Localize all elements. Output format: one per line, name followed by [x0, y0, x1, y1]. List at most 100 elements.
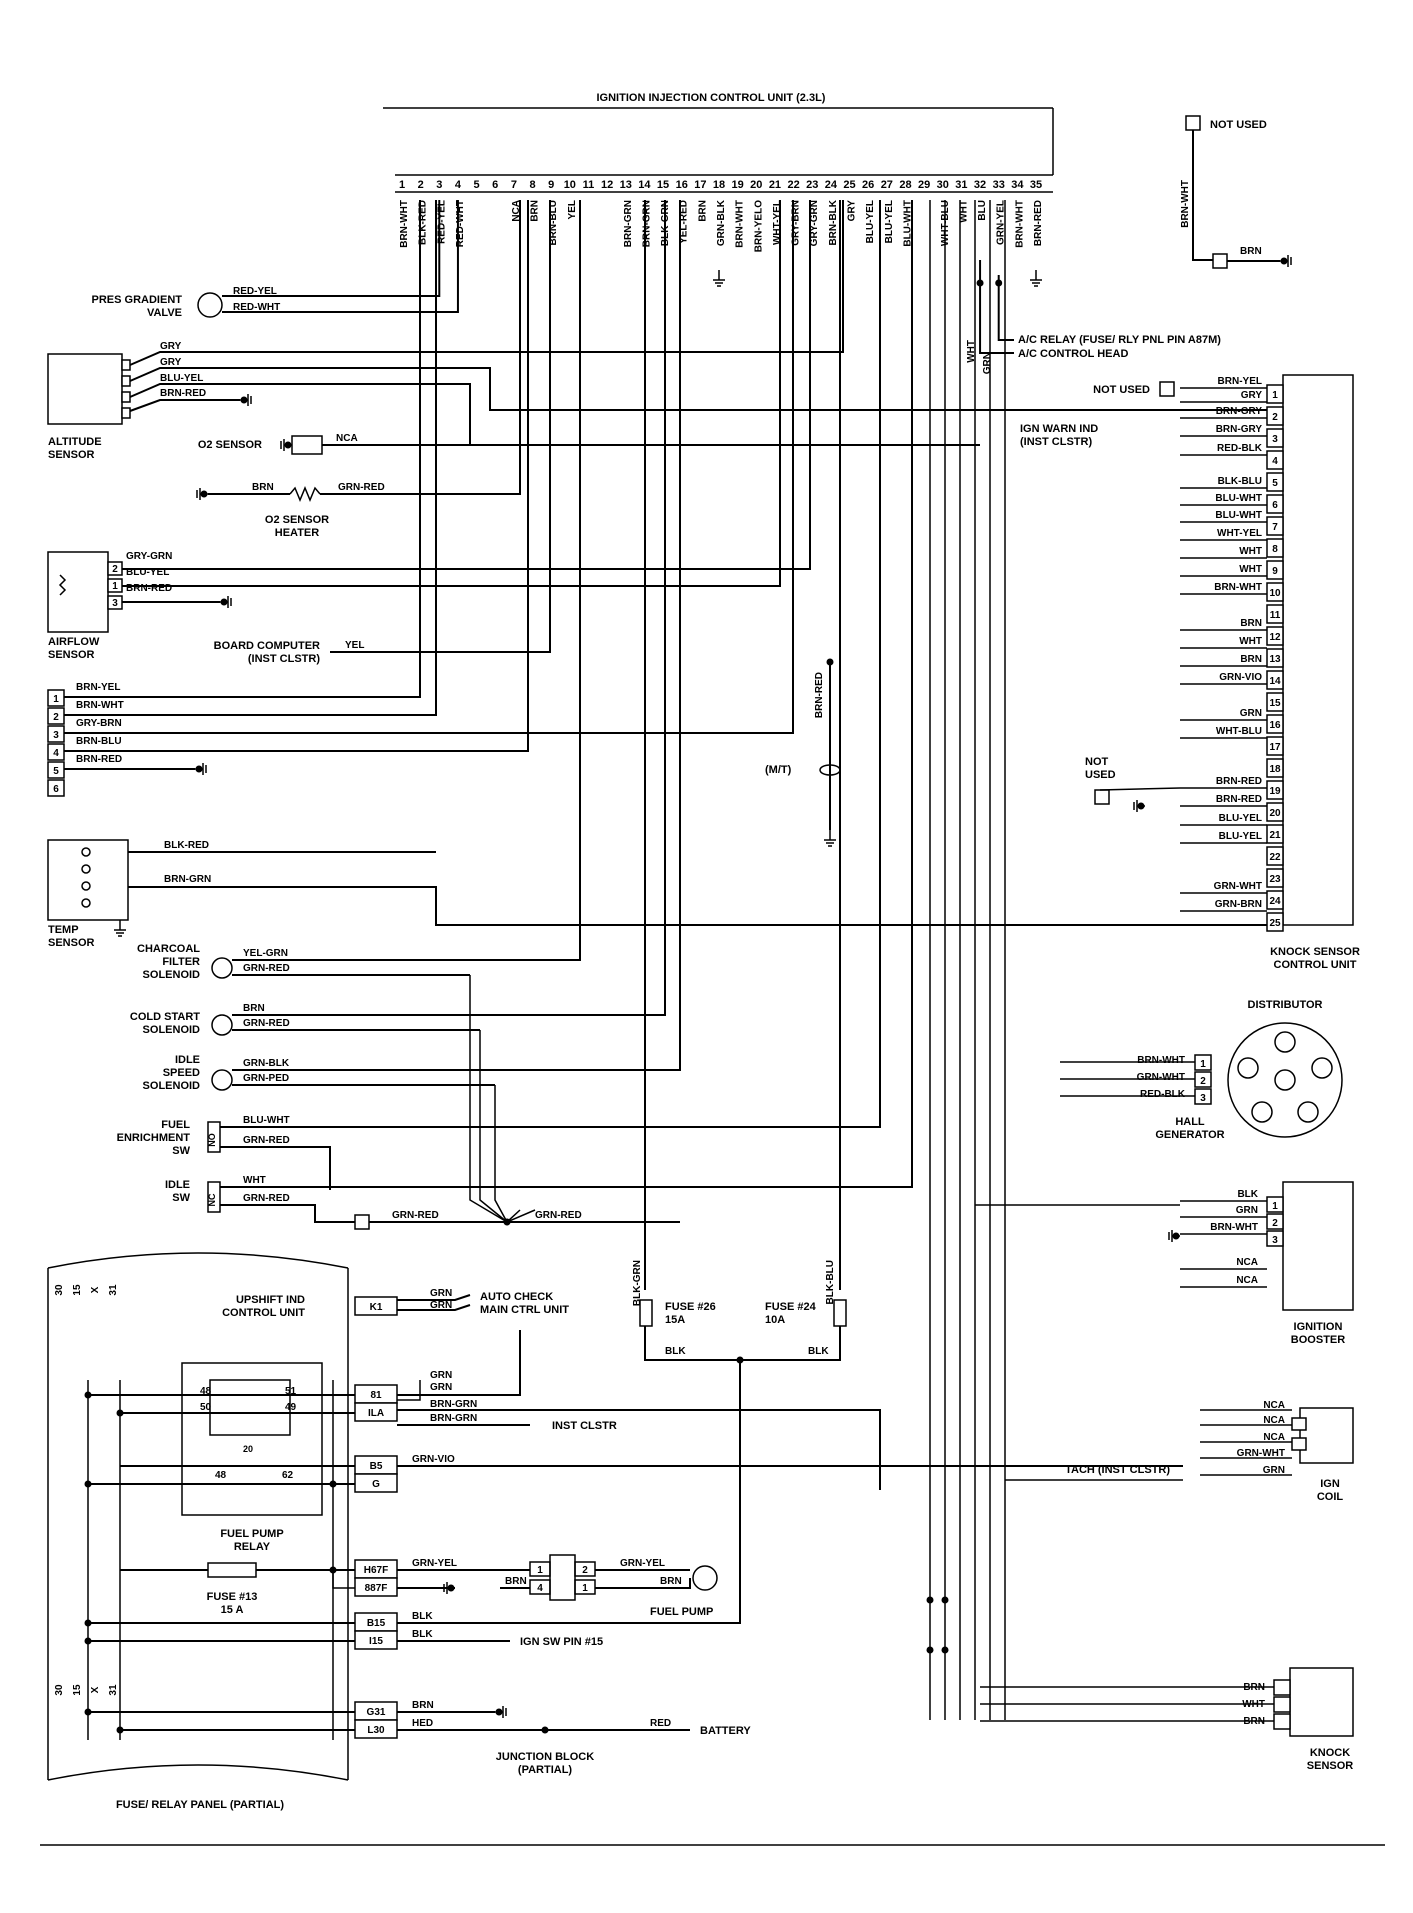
fuel-enrichment-switch — [207, 1121, 221, 1153]
blk-fuse-2: BLK — [808, 1346, 829, 1357]
ign-coil-box — [1299, 1407, 1354, 1464]
coil-wire-label: NCA — [1263, 1415, 1285, 1426]
red-yel: RED-YEL — [233, 286, 277, 297]
knock-sensor-label: SENSOR — [1307, 1760, 1354, 1772]
pres-gradient-valve-icon — [197, 292, 223, 318]
grn-v: GRN — [982, 352, 993, 374]
airflow-sensor-box — [47, 551, 109, 633]
altitude-pin — [121, 407, 131, 419]
booster-pin-number: 1 — [1272, 1201, 1278, 1212]
altitude-pin — [121, 359, 131, 371]
relay-pin: 51 — [285, 1386, 297, 1397]
grn-red-fe-wire — [220, 1146, 331, 1190]
grn-red-idle: GRN-RED — [243, 1193, 290, 1204]
knock-pin-number: 21 — [1269, 830, 1281, 841]
knock-pin-number: 20 — [1269, 808, 1281, 819]
yel-board-wire — [330, 200, 551, 653]
knock-pin — [1266, 560, 1284, 580]
knock-control-box — [1282, 374, 1354, 926]
grn-81-loop — [397, 1380, 421, 1401]
altitude-sensor-label: SENSOR — [48, 449, 95, 461]
grn-red-bus-label: GRN-RED — [392, 1210, 439, 1221]
top-right-ground-icon — [1280, 257, 1288, 265]
ignition-booster-box — [1282, 1181, 1354, 1311]
hall-wire-label: BRN-WHT — [1137, 1055, 1185, 1066]
knock-pin — [1266, 494, 1284, 514]
grn-k1-2 — [397, 1304, 471, 1311]
knock-pin — [1266, 538, 1284, 558]
top-pin-number: 17 — [694, 179, 706, 191]
conn6-pin — [47, 779, 65, 797]
not-used-right-2: NOT — [1085, 756, 1109, 768]
knock-pin-number: 17 — [1269, 742, 1281, 753]
ac-relay-wire — [979, 260, 1014, 354]
fuse13-tie — [332, 1570, 355, 1589]
merge-4 — [506, 1209, 521, 1223]
pres-gradient-valve-label: VALVE — [147, 307, 182, 319]
brn-top-right: BRN — [1240, 246, 1262, 257]
pump-pin: 1 — [537, 1565, 543, 1576]
panel-connector-label: B15 — [367, 1618, 386, 1629]
ac-relay-label: A/C RELAY (FUSE/ RLY PNL PIN A87M) — [1018, 334, 1221, 346]
blu-yel-alt-wire — [129, 383, 980, 446]
knock-wire-label: GRN-BRN — [1215, 899, 1262, 910]
upshift-label: CONTROL UNIT — [222, 1307, 305, 1319]
panel-pin-bottom: 30 — [54, 1684, 65, 1696]
blk-grn-v: BLK-GRN — [632, 1260, 643, 1306]
knock-wire-label: GRY — [1241, 390, 1263, 401]
knock-pin-number: 6 — [1272, 500, 1278, 511]
knock-pin — [1266, 384, 1284, 404]
top-pin-number: 4 — [455, 179, 462, 191]
auto-check-label: MAIN CTRL UNIT — [480, 1304, 569, 1316]
top-wire-label: BRN-WHT — [1014, 200, 1025, 248]
junction-dot — [926, 1646, 934, 1654]
brn-wht-6-wire — [64, 200, 437, 716]
brn-wht-v: BRN-WHT — [1180, 180, 1191, 228]
grn-red-heater-wire — [320, 200, 521, 495]
auto-check-label: AUTO CHECK — [480, 1291, 553, 1303]
booster-wire-label: NCA — [1236, 1257, 1258, 1268]
knock-pin — [1266, 692, 1284, 712]
red-l30: RED — [650, 1718, 671, 1729]
booster-wire-label: NCA — [1236, 1275, 1258, 1286]
hall-pin-number: 1 — [1200, 1059, 1206, 1070]
pump-ground-icon — [447, 1584, 455, 1592]
panel-pin-bottom: 15 — [72, 1684, 83, 1696]
grn-ped: GRN-PED — [243, 1073, 289, 1084]
fuse-13-label: FUSE #13 — [207, 1591, 258, 1603]
red-yel-wire — [222, 200, 441, 297]
top-pin-number: 12 — [601, 179, 613, 191]
top-pin-number: 30 — [937, 179, 949, 191]
booster-pin-number: 2 — [1272, 1218, 1278, 1229]
pump-relay-body — [549, 1554, 576, 1601]
knock-wire-label: BLK-BLU — [1218, 476, 1262, 487]
panel-pin-top: 31 — [108, 1284, 119, 1296]
knock-wire-label: BLU-WHT — [1215, 510, 1262, 521]
hall-pin-number: 3 — [1200, 1093, 1206, 1104]
cold-start-label: SOLENOID — [143, 1024, 201, 1036]
knock-pin — [1266, 912, 1284, 932]
fuel-enrichment-label: ENRICHMENT — [117, 1132, 191, 1144]
knock-wire-label: BRN-GRY — [1216, 424, 1263, 435]
upshift-label: UPSHIFT IND — [236, 1294, 305, 1306]
booster-wire-label: BLK — [1237, 1189, 1258, 1200]
top-wire-label: BLU-WHT — [902, 200, 913, 247]
knock-pin-number: 18 — [1269, 764, 1281, 775]
panel-bottom-edge — [47, 1764, 349, 1781]
blk-b15 — [397, 1360, 741, 1624]
knock-pin — [1266, 626, 1284, 646]
fuel-pump-label: FUEL PUMP — [650, 1606, 713, 1618]
grn-red-idle-wire — [220, 1204, 355, 1223]
fuse-13-label: 15 A — [221, 1604, 244, 1616]
distributor-terminal — [1311, 1057, 1333, 1079]
pump-pin: 2 — [582, 1565, 588, 1576]
top-pin-number: 15 — [657, 179, 669, 191]
knock-wire-label: WHT — [1239, 636, 1262, 647]
knock-pin-number: 14 — [1269, 676, 1281, 687]
knock-pin — [1266, 758, 1284, 778]
conn6-pin-number: 4 — [53, 748, 59, 759]
conn6-wire-label: BRN-WHT — [76, 700, 124, 711]
brn-yel-6-wire — [64, 200, 421, 698]
not-used-right: NOT USED — [1093, 384, 1150, 396]
tach-label: TACH (INST CLSTR) — [1065, 1464, 1170, 1476]
